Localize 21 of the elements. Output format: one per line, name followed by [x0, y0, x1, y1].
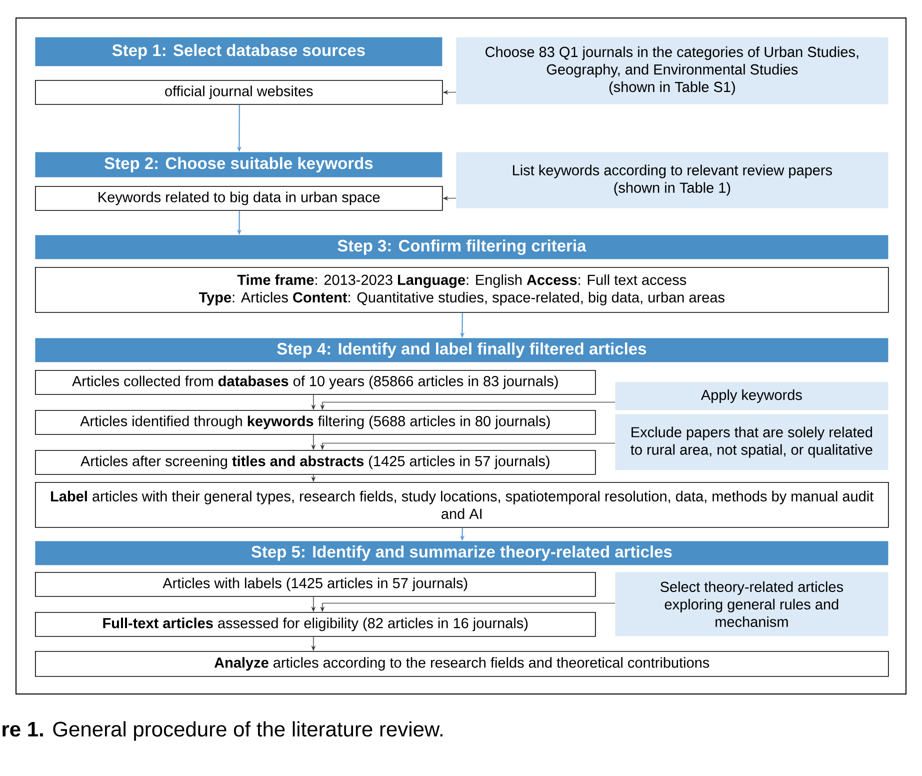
process-box: Analyze articles according to the research fields and theoretical contributions	[35, 650, 889, 677]
figure-caption: re 1. General procedure of the literature review.	[2, 721, 442, 741]
process-box: official journal websites	[35, 80, 443, 105]
process-box: Label articles with their general types, research fields, study locations, spatiotemporal resolution, data, methods by manual audit and AI	[35, 482, 889, 528]
note-box: Apply keywords	[615, 382, 888, 410]
step-banner: Step 3: Confirm filtering criteria	[35, 235, 888, 260]
step-banner: Step 2: Choose suitable keywords	[35, 152, 442, 178]
process-box: Keywords related to big data in urban space	[35, 186, 443, 211]
process-box: Articles after screening titles and abstracts (1425 articles in 57 journals)	[35, 450, 596, 475]
note-box: Exclude papers that are solely related to rural area, not spatial, or qualitative	[615, 414, 888, 470]
note-box: Choose 83 Q1 journals in the categories of Urban Studies, Geography, and Environmental Studies (shown in Table S1)	[456, 37, 888, 104]
step-banner: Step 4: Identify and label finally filtered articles	[35, 338, 888, 362]
process-box: Time frame: 2013-2023 Language: English Access: Full text access Type: Articles Content: Quantitative studies, space-related, big data, urban areas	[35, 267, 889, 313]
step-banner: Step 5: Identify and summarize theory-related articles	[35, 541, 888, 566]
process-box: Articles collected from databases of 10 years (85866 articles in 83 journals)	[35, 370, 596, 395]
process-box: Articles with labels (1425 articles in 57 journals)	[35, 572, 596, 597]
note-box: Select theory-related articles exploring general rules and mechanism	[615, 572, 888, 636]
note-box: List keywords according to relevant review papers (shown in Table 1)	[456, 152, 888, 208]
process-box: Full-text articles assessed for eligibility (82 articles in 16 journals)	[35, 612, 596, 637]
step-banner: Step 1: Select database sources	[35, 37, 442, 66]
process-box: Articles identified through keywords filtering (5688 articles in 80 journals)	[35, 410, 596, 435]
